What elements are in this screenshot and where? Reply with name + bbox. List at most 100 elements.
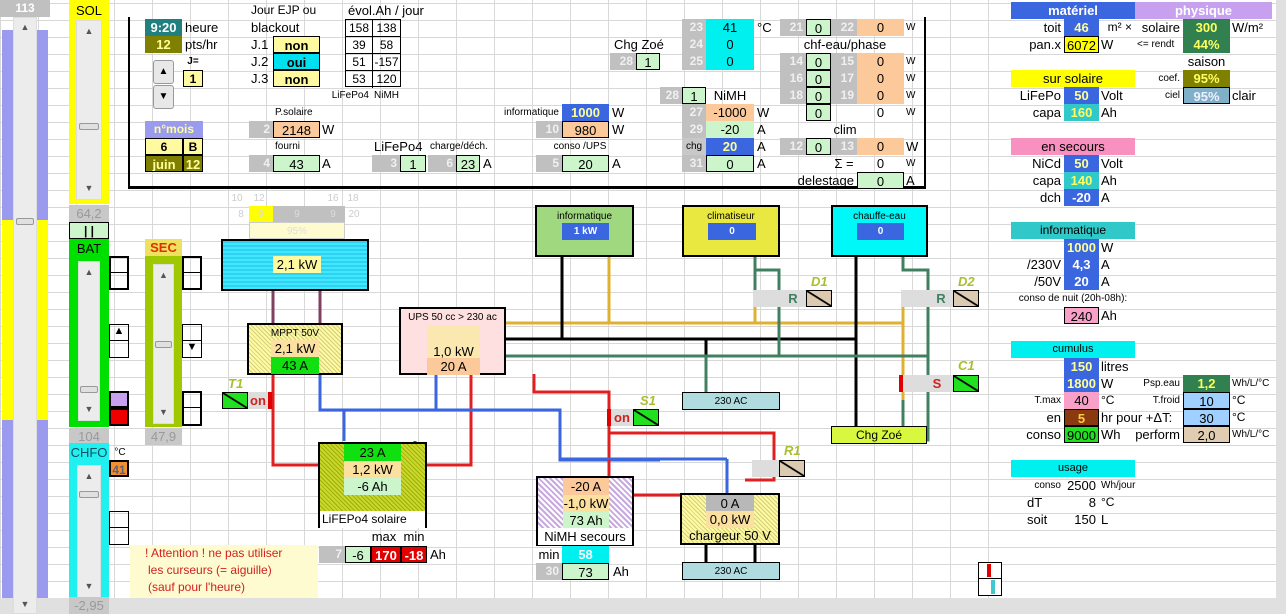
wire-green: [505, 256, 930, 442]
pause-button[interactable]: | |: [69, 222, 109, 239]
toit-value[interactable]: 46: [1064, 19, 1099, 36]
scroll-up-icon[interactable]: ▲: [159, 270, 168, 280]
dt-value[interactable]: 30: [1183, 409, 1230, 426]
chfo-slider[interactable]: CHFO ▲ ▼: [69, 443, 109, 598]
chg-value[interactable]: 20: [706, 138, 754, 155]
scroll-down-icon[interactable]: ▼: [84, 581, 94, 591]
j-value: 1: [183, 70, 203, 87]
scroll-thumb[interactable]: [79, 491, 99, 498]
scroll-thumb[interactable]: [79, 123, 99, 130]
info-v10: 980: [562, 121, 609, 138]
climatiseur-title: climatiseur: [707, 211, 755, 222]
scroll-up-icon[interactable]: ▲: [84, 267, 94, 277]
ciel-value[interactable]: 95%: [1183, 87, 1230, 104]
w-unit: W: [1101, 240, 1114, 255]
litres-value[interactable]: 150: [1064, 358, 1099, 375]
bat-track[interactable]: ▲ ▼: [78, 261, 100, 421]
red-marker-icon: [987, 564, 991, 577]
cumulus-header: cumulus: [1011, 341, 1135, 358]
usage-header: usage: [1011, 460, 1135, 477]
zoe-value[interactable]: 1: [636, 53, 660, 70]
dT-value: 8: [1088, 495, 1096, 510]
scroll-thumb[interactable]: [16, 218, 34, 225]
r18-value[interactable]: 0: [806, 87, 831, 104]
lifepo-value[interactable]: 1: [400, 155, 426, 172]
scroll-down-icon[interactable]: ▼: [20, 599, 30, 609]
day-down-button[interactable]: ▼: [153, 85, 174, 109]
r14-value[interactable]: 0: [806, 53, 831, 70]
sec-slider[interactable]: ▲ ▼: [145, 256, 182, 427]
info-value[interactable]: 1000: [562, 104, 609, 121]
nimh-min-label: min: [538, 547, 560, 562]
scroll-thumb[interactable]: [80, 386, 98, 393]
extra-value[interactable]: 0: [806, 104, 831, 121]
switch-s1[interactable]: [633, 409, 659, 426]
switch-t1[interactable]: [222, 392, 248, 409]
up-arrow-icon[interactable]: ▲: [110, 325, 128, 341]
ejp-title: Jour EJP ou: [251, 3, 317, 17]
zoe-idx: 28: [610, 53, 636, 70]
nimh-idx: 28: [660, 87, 682, 104]
conso-value: 20: [562, 155, 609, 172]
nicd-volt[interactable]: 50: [1064, 155, 1099, 172]
r15-unit: W: [906, 56, 916, 67]
sol-slider[interactable]: SOL ▲ ▼: [69, 0, 109, 204]
bat-slider[interactable]: BAT ▲ ▼: [69, 239, 109, 427]
switch-c1[interactable]: [953, 375, 979, 392]
solaire-value[interactable]: 300: [1183, 19, 1230, 36]
scroll-down-icon[interactable]: ▼: [84, 404, 94, 414]
day-up-button[interactable]: ▲: [153, 60, 174, 84]
scroll-up-icon[interactable]: ▲: [84, 26, 94, 36]
lifepo4-v: -6: [345, 546, 371, 563]
switch-d2-label: D2: [958, 274, 975, 289]
dch-value[interactable]: -20: [1064, 189, 1099, 206]
capa2-value[interactable]: 140: [1064, 172, 1099, 189]
r21-value[interactable]: 0: [806, 19, 831, 36]
scroll-up-icon[interactable]: ▲: [20, 22, 30, 32]
cumulus-w[interactable]: 1800: [1064, 375, 1099, 392]
tfroid-value[interactable]: 10: [1183, 392, 1230, 409]
ejp-j2[interactable]: oui: [273, 53, 320, 70]
nicd-label: NiCd: [1032, 156, 1061, 171]
mois-hours: 12: [183, 155, 203, 172]
heure-value[interactable]: 9:20: [145, 19, 182, 36]
scroll-thumb[interactable]: [155, 341, 172, 348]
scroll-up-icon[interactable]: ▲: [84, 471, 94, 481]
bat-up-button[interactable]: ▲: [109, 324, 129, 358]
lifepo-volt[interactable]: 50: [1064, 87, 1099, 104]
switch-s1-label: S1: [640, 393, 656, 408]
ejp-j1[interactable]: non: [273, 36, 320, 53]
v230-value: 4,3: [1064, 256, 1099, 273]
down-arrow-icon[interactable]: ▼: [186, 341, 198, 353]
dT-label: dT: [1027, 495, 1043, 510]
main-scroll-track[interactable]: ▲ ▼: [13, 17, 37, 614]
sec-down-button[interactable]: ▼: [182, 324, 202, 358]
wiring-diagram: [271, 256, 930, 565]
sec-track[interactable]: ▲ ▼: [153, 264, 174, 424]
scroll-down-icon[interactable]: ▼: [159, 407, 168, 417]
extra-unit: W: [906, 107, 916, 118]
ejp-j3[interactable]: non: [273, 70, 320, 87]
nimh-value[interactable]: 1: [682, 87, 706, 104]
usage-conso-unit: Wh/jour: [1101, 480, 1136, 491]
r13-idx: 13: [831, 138, 857, 155]
zoe-charger-label: Chg Zoé: [855, 428, 903, 442]
tmax-value[interactable]: 40: [1064, 392, 1099, 409]
r16-value[interactable]: 0: [806, 70, 831, 87]
capa-value[interactable]: 160: [1064, 104, 1099, 121]
scroll-down-icon[interactable]: ▼: [84, 183, 94, 193]
wire-black: [505, 256, 858, 427]
switch-d2[interactable]: [953, 290, 979, 307]
switch-r1[interactable]: [779, 460, 805, 477]
volt-unit: Volt: [1101, 156, 1123, 171]
r23-unit: °C: [757, 20, 772, 35]
switch-c1-label: C1: [958, 358, 975, 373]
r18-idx: 18: [780, 87, 806, 104]
r12-value[interactable]: 0: [806, 138, 831, 155]
sol-track[interactable]: ▲ ▼: [76, 20, 102, 200]
main-slider[interactable]: 113 ▲ ▼: [0, 0, 50, 614]
sun-v2: 9: [273, 206, 321, 223]
switch-d1[interactable]: [806, 290, 832, 307]
chfo-track[interactable]: ▲ ▼: [77, 465, 101, 598]
r31-unit: A: [757, 156, 766, 171]
